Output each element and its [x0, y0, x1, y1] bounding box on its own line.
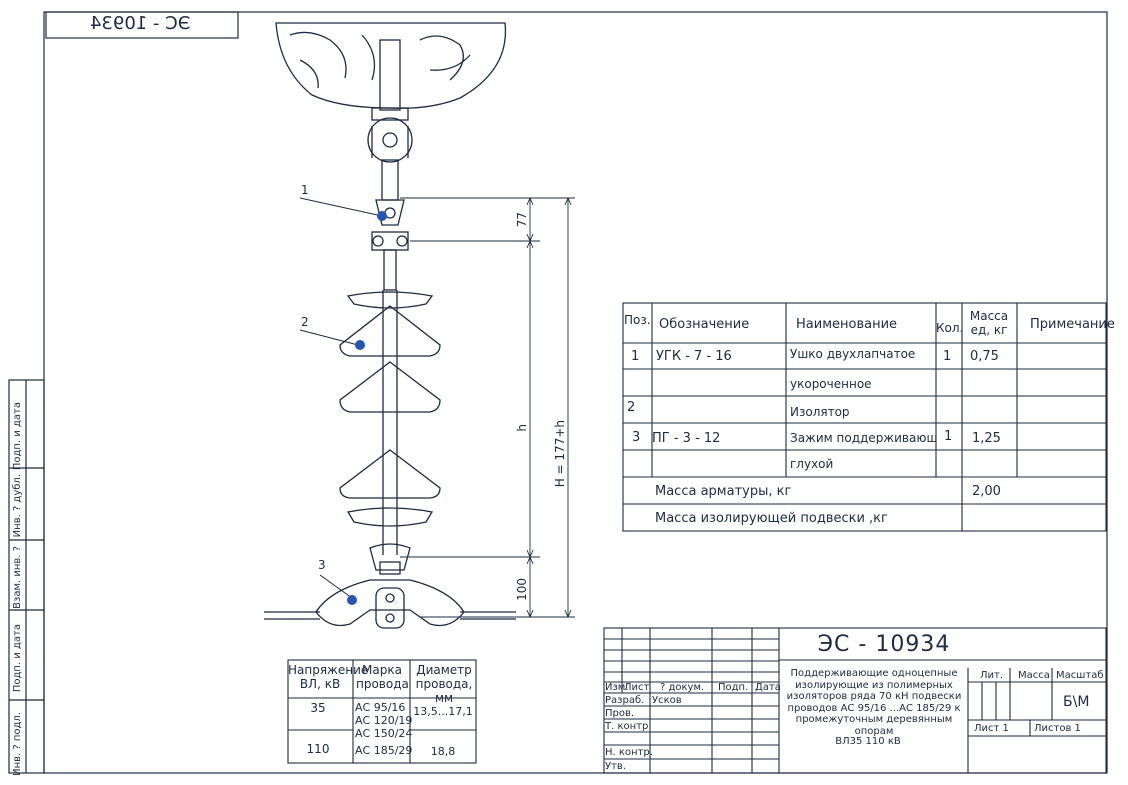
parts-row-4-qty: 1 — [944, 429, 953, 444]
side-strip — [8, 379, 45, 774]
title-sheet-label: Лист 1 — [974, 723, 1009, 734]
parts-row-1-qty: 1 — [943, 349, 952, 364]
parts-row-5-name: глухой — [790, 457, 834, 471]
title-line: ВЛ35 110 кВ — [835, 736, 901, 747]
voltage-table-grid — [287, 659, 477, 764]
parts-row-4-pos: 3 — [632, 430, 641, 445]
parts-row-3-name: Изолятор — [790, 405, 850, 419]
parts-header-pos: Поз. — [624, 313, 651, 327]
title-scale-label: Масштаб — [1056, 670, 1104, 681]
title-col-sign: Подп. — [718, 682, 749, 693]
dimension-top: 77 — [515, 212, 529, 228]
title-lit-label: Лит. — [980, 670, 1004, 681]
title-doc-code: ЭС - 10934 — [817, 632, 951, 657]
dimension-lines — [400, 196, 575, 619]
title-sheets-label: Листов 1 — [1034, 723, 1081, 734]
voltage-row-1-wire-1: АС 95/16 — [355, 701, 406, 714]
voltage-row-2-diameter: 18,8 — [430, 745, 456, 758]
voltage-row-1-wire-3: АС 150/24 — [355, 727, 413, 740]
sheet-frame — [43, 11, 1108, 774]
side-strip-label: Инв. ? дубл. — [12, 474, 23, 538]
parts-header-note: Примечание — [1030, 317, 1115, 332]
stamp-mirrored-text: ЭС - 10934 — [90, 13, 191, 34]
callout-dot-3 — [347, 595, 357, 605]
parts-row-4-name: Зажим поддерживающий — [790, 432, 936, 444]
title-col-list: Лист — [624, 682, 650, 693]
side-strip-label: Взам. инв. ? — [12, 546, 23, 609]
callout-number: 2 — [301, 315, 309, 329]
voltage-header-voltage: Напряжение ВЛ, кВ — [288, 663, 369, 691]
callout-number: 3 — [318, 558, 326, 572]
parts-header-name: Наименование — [796, 317, 898, 332]
side-strip-label: Подп. и дата — [12, 624, 23, 693]
side-strip-label: Подп. и дата — [12, 402, 23, 471]
callout-number: 1 — [301, 183, 309, 197]
title-role: Пров. — [605, 708, 635, 719]
voltage-row-1-diameter: 13,5...17,1 — [413, 705, 473, 718]
parts-table-grid — [622, 302, 1107, 532]
side-strip-label: Инв. ? подл. — [12, 712, 23, 776]
callout-dot-2 — [355, 340, 365, 350]
stamp-box — [45, 11, 239, 39]
parts-row-2-name: укороченное — [790, 377, 872, 391]
title-role: Н. контр. — [605, 747, 653, 758]
parts-header-designation: Обозначение — [659, 317, 750, 332]
parts-total-fittings-value: 2,00 — [972, 484, 1001, 499]
title-col-date: Дата — [755, 682, 781, 693]
voltage-row-2-voltage: 110 — [306, 742, 330, 756]
parts-row-4-mass: 1,25 — [972, 431, 1001, 446]
dimension-total: H = 177+h — [553, 420, 567, 488]
dimension-bottom: 100 — [515, 578, 529, 601]
title-scale-value: Б\М — [1063, 694, 1090, 710]
parts-row-1-designation: УГК - 7 - 16 — [656, 349, 732, 364]
title-description: Поддерживающие одноцепные изолирующие из… — [786, 668, 962, 737]
title-mass-label: Масса — [1018, 670, 1050, 681]
title-role-name: Усков — [652, 695, 682, 706]
title-role: Т. контр. — [605, 721, 652, 732]
dimension-middle: h — [515, 424, 529, 432]
parts-row-1-pos: 1 — [631, 349, 640, 364]
title-block-grid — [603, 627, 1107, 774]
parts-row-3-pos: 2 — [627, 400, 636, 415]
title-col-doc: ? докум. — [660, 682, 705, 693]
title-col-izm: Изм. — [605, 682, 629, 693]
voltage-row-2-wire-1: АС 185/29 — [355, 744, 413, 757]
parts-total-insulating-label: Масса изолирующей подвески ,кг — [655, 511, 888, 526]
parts-header-qty: Кол. — [936, 321, 964, 335]
voltage-header-wire: Марка провода — [356, 663, 409, 691]
parts-row-4-designation: ПГ - 3 - 12 — [652, 431, 721, 446]
insulator-assembly — [264, 22, 516, 629]
parts-row-1-mass: 0,75 — [970, 349, 999, 364]
voltage-row-1-voltage: 35 — [310, 701, 326, 715]
voltage-row-1-wire-2: АС 120/19 — [355, 714, 413, 727]
parts-row-1-name: Ушко двухлапчатое — [790, 347, 916, 361]
title-role: Утв. — [605, 761, 626, 772]
callout-dot-1 — [377, 211, 387, 221]
voltage-header-diameter: Диаметр провода, мм — [415, 663, 473, 705]
parts-total-fittings-label: Масса арматуры, кг — [655, 484, 792, 499]
title-role: Разраб. — [605, 695, 645, 706]
callouts — [299, 197, 383, 599]
parts-header-mass: Масса ед, кг — [969, 309, 1009, 337]
